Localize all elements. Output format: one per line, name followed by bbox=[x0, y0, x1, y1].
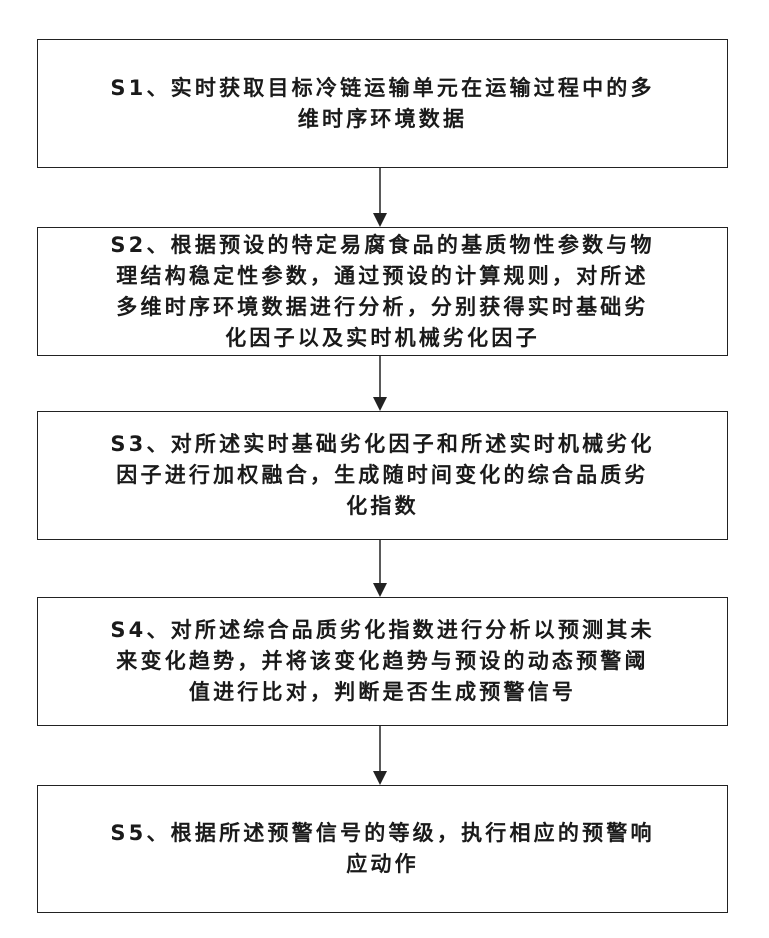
step-box-s4: S4、对所述综合品质劣化指数进行分析以预测其未 来变化趋势，并将该变化趋势与预设… bbox=[37, 597, 728, 726]
step-box-s5: S5、根据所述预警信号的等级，执行相应的预警响 应动作 bbox=[37, 785, 728, 913]
step-box-s2: S2、根据预设的特定易腐食品的基质物性参数与物 理结构稳定性参数，通过预设的计算… bbox=[37, 227, 728, 356]
step-text-s2: S2、根据预设的特定易腐食品的基质物性参数与物 理结构稳定性参数，通过预设的计算… bbox=[93, 230, 673, 354]
step-text-s3: S3、对所述实时基础劣化因子和所述实时机械劣化 因子进行加权融合，生成随时间变化… bbox=[93, 429, 673, 522]
step-box-s1: S1、实时获取目标冷链运输单元在运输过程中的多 维时序环境数据 bbox=[37, 39, 728, 168]
arrow-down-icon bbox=[373, 356, 387, 411]
arrow-down-icon bbox=[373, 726, 387, 785]
step-text-s1: S1、实时获取目标冷链运输单元在运输过程中的多 维时序环境数据 bbox=[93, 73, 673, 135]
step-box-s3: S3、对所述实时基础劣化因子和所述实时机械劣化 因子进行加权融合，生成随时间变化… bbox=[37, 411, 728, 540]
step-text-s4: S4、对所述综合品质劣化指数进行分析以预测其未 来变化趋势，并将该变化趋势与预设… bbox=[93, 615, 673, 708]
step-text-s5: S5、根据所述预警信号的等级，执行相应的预警响 应动作 bbox=[93, 818, 673, 880]
arrow-down-icon bbox=[373, 168, 387, 227]
arrow-down-icon bbox=[373, 540, 387, 597]
